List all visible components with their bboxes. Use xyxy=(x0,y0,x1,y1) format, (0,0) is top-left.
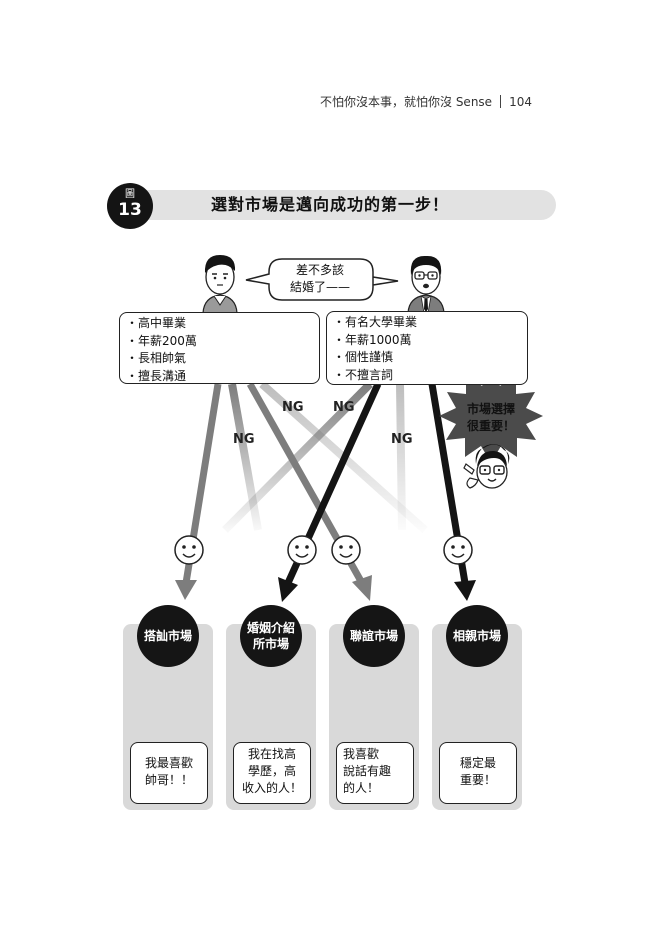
market-name: 相親市場 xyxy=(452,629,501,643)
woman-quote-box: 我最喜歡 帥哥！！ xyxy=(130,742,208,804)
market-name-circle: 相親市場 xyxy=(446,605,508,667)
right-man-traits-box: ・有名大學畢業 ・年薪1000萬 ・個性謹慎 ・不擅言詞 xyxy=(326,311,528,385)
smiley-face-icon xyxy=(443,535,473,565)
quote-line: 帥哥！！ xyxy=(144,773,193,787)
figure-label: 圖 xyxy=(125,189,135,200)
ng-label: NG xyxy=(233,432,255,447)
trait-item: ・個性謹慎 xyxy=(333,350,394,364)
callout-starburst xyxy=(439,370,543,463)
speech-line-2: 結婚了—— xyxy=(289,280,350,294)
page-number: 104 xyxy=(509,95,532,109)
speech-bubble-text: 差不多該 結婚了—— xyxy=(279,262,361,296)
trait-item: ・長相帥氣 xyxy=(126,351,187,365)
ng-label: NG xyxy=(282,400,304,415)
quote-line: 我喜歡 xyxy=(343,747,380,761)
woman-quote-box: 穩定最 重要！ xyxy=(439,742,517,804)
figure-number-badge: 圖 13 xyxy=(107,183,153,229)
quote-line: 我在找高 xyxy=(247,747,296,761)
ng-label: NG xyxy=(333,400,355,415)
smiley-icons xyxy=(174,535,473,565)
market-name: 搭訕市場 xyxy=(143,629,192,643)
quote-line: 我最喜歡 xyxy=(144,756,193,770)
book-title: 不怕你沒本事，就怕你沒 Sense xyxy=(320,95,493,109)
figure-title-bar xyxy=(112,190,556,220)
woman-quote-box: 我在找高 學歷，高 收入的人！ xyxy=(233,742,311,804)
arrow-head-col4 xyxy=(454,580,476,601)
quote-line: 收入的人！ xyxy=(241,781,302,795)
left-man-traits-box: ・高中畢業 ・年薪200萬 ・長相帥氣 ・擅長溝通 xyxy=(119,312,320,384)
trait-item: ・擅長溝通 xyxy=(126,368,187,383)
figure-number: 13 xyxy=(118,200,142,220)
market-name: 聯誼市場 xyxy=(349,629,398,643)
ng-path-right-to-col1 xyxy=(222,381,373,533)
figure-title: 選對市場是邁向成功的第一步！ xyxy=(210,195,449,214)
trait-item: ・年薪200萬 xyxy=(126,333,197,348)
right-man-illustration xyxy=(407,255,445,314)
arrow-head-col2 xyxy=(278,577,298,602)
speech-line-1: 差不多該 xyxy=(295,263,344,277)
smiley-face-icon xyxy=(331,535,361,565)
arrow-head-col3 xyxy=(352,575,372,601)
market-name-circle: 搭訕市場 xyxy=(137,605,199,667)
left-man-illustration xyxy=(202,255,238,314)
market-name-circle: 婚姻介紹 所市場 xyxy=(240,605,302,667)
market-name-circle: 聯誼市場 xyxy=(343,605,405,667)
quote-line: 穩定最 xyxy=(459,756,496,770)
ng-label: NG xyxy=(391,432,413,447)
callout-line-1: 市場選擇 xyxy=(466,402,515,416)
market-name: 所市場 xyxy=(252,637,289,651)
ng-path-right-to-col3 xyxy=(396,383,406,531)
trait-item: ・有名大學畢業 xyxy=(333,315,418,329)
speech-bubble xyxy=(245,258,399,301)
smiley-face-icon xyxy=(174,535,204,565)
quote-line: 的人！ xyxy=(343,781,380,795)
header-divider xyxy=(500,95,502,108)
arrow-head-col1 xyxy=(175,580,197,600)
callout-line-2: 很重要！ xyxy=(466,419,515,433)
trait-item: ・高中畢業 xyxy=(126,316,187,330)
quote-line: 說話有趣 xyxy=(343,764,392,778)
trait-item: ・不擅言詞 xyxy=(333,367,394,382)
trait-item: ・年薪1000萬 xyxy=(333,332,412,347)
quote-line: 重要！ xyxy=(459,773,496,787)
quote-line: 學歷，高 xyxy=(247,764,296,778)
market-name: 婚姻介紹 xyxy=(246,621,295,635)
woman-quote-box: 我喜歡 說話有趣 的人！ xyxy=(336,742,414,804)
accepted-paths xyxy=(175,382,476,602)
smiley-face-icon xyxy=(287,535,317,565)
running-header: 不怕你沒本事，就怕你沒 Sense 104 xyxy=(320,93,560,111)
callout-text: 市場選擇 很重要！ xyxy=(452,401,530,435)
narrator-illustration xyxy=(463,444,510,489)
